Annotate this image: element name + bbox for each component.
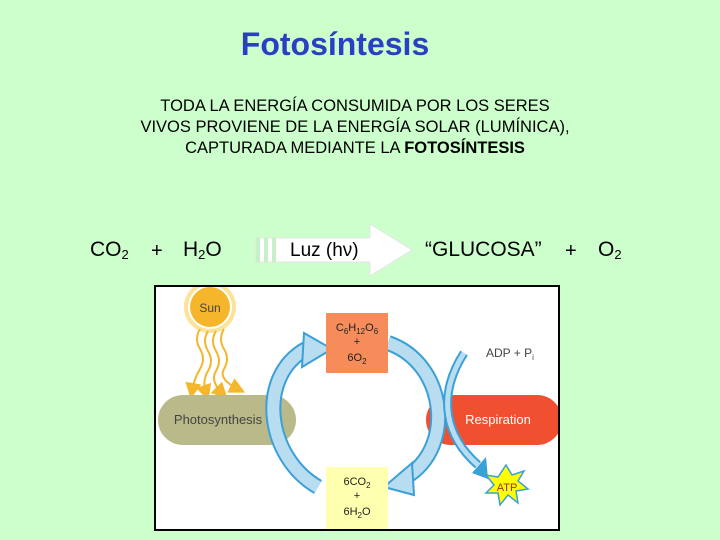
intro-line-3-text: CAPTURADA MEDIANTE LA (185, 139, 405, 157)
intro-line-3: CAPTURADA MEDIANTE LA FOTOSÍNTESIS (90, 138, 620, 159)
glucose-box (326, 313, 388, 373)
reactant-co2: CO2 (90, 238, 129, 262)
intro-paragraph: TODA LA ENERGÍA CONSUMIDA POR LOS SERES … (90, 96, 620, 159)
glucose-formula: C6H12O6 (336, 322, 379, 336)
sun-label: Sun (199, 301, 220, 315)
oxygen-formula: 6O2 (347, 352, 367, 366)
reactant-h2o: H2O (183, 238, 222, 262)
respiration-bar (426, 395, 558, 445)
co2-formula: 6CO2 (343, 476, 371, 490)
photosynthesis-bar (158, 395, 296, 445)
glucose-plus: + (354, 336, 360, 348)
page-title: Fotosíntesis (240, 26, 430, 62)
intro-line-2: VIVOS PROVIENE DE LA ENERGÍA SOLAR (LUMÍ… (140, 118, 570, 136)
atp-star-icon: ATP (484, 463, 530, 507)
sun-icon: Sun (184, 287, 236, 333)
plus-sign-1: + (151, 240, 163, 262)
intro-keyword: FOTOSÍNTESIS (404, 139, 525, 157)
reactants-box (326, 467, 388, 529)
photosynthesis-respiration-diagram: Sun Photosynthesis Respiration (154, 285, 560, 531)
atp-label: ATP (497, 482, 518, 494)
reaction-arrow (252, 223, 413, 277)
cycle-arrows (265, 331, 488, 497)
respiration-label: Respiration (465, 412, 531, 427)
reactants-plus: + (354, 490, 360, 502)
plus-sign-2: + (565, 240, 577, 262)
sunlight-rays (185, 328, 246, 401)
product-glucose: “GLUCOSA” (425, 238, 542, 261)
light-label: Luz (hν) (290, 240, 359, 261)
h2o-formula: 6H2O (343, 506, 371, 520)
adp-label: ADP + Pi (486, 346, 534, 362)
intro-line-1: TODA LA ENERGÍA CONSUMIDA POR LOS SERES (160, 97, 550, 115)
product-o2: O2 (598, 238, 622, 262)
photosynthesis-label: Photosynthesis (174, 412, 263, 427)
